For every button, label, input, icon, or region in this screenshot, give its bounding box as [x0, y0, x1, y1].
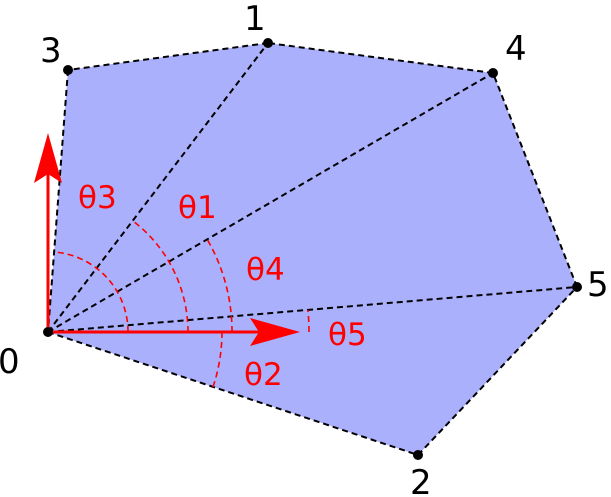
polygon-fill	[48, 43, 577, 455]
vertex-label-5: 5	[587, 265, 609, 305]
edge-1-3	[67, 42, 269, 71]
reference-axes	[34, 133, 300, 346]
diagonals	[47, 42, 578, 333]
angle-label-theta5: θ5	[328, 317, 367, 353]
vertex-point-2	[413, 450, 423, 460]
angle-label-theta1: θ1	[178, 190, 217, 226]
edge-2-5	[417, 286, 578, 456]
x-axis-arrowhead	[250, 318, 300, 346]
edge-4-1	[267, 42, 494, 74]
arc-theta2	[212, 331, 223, 388]
y-axis-arrowhead	[34, 133, 62, 183]
vertex-point-1	[263, 38, 273, 48]
diagonal-0-1	[47, 42, 269, 333]
edge-5-4	[492, 72, 578, 288]
angle-label-theta2: θ2	[244, 357, 283, 393]
arc-theta5	[307, 309, 310, 333]
edge-0-2	[47, 331, 419, 456]
angle-arcs	[53, 220, 310, 388]
vertex-point-5	[572, 282, 582, 292]
vertex-point-4	[488, 68, 498, 78]
diagonal-0-4	[47, 72, 494, 333]
vertex-point-3	[63, 65, 73, 75]
diagonal-0-5	[47, 286, 578, 333]
angle-label-theta3: θ3	[78, 180, 117, 216]
vertex-label-2: 2	[410, 463, 432, 497]
vertex-points	[43, 38, 582, 460]
vertex-point-0	[43, 327, 53, 337]
arc-theta3	[53, 251, 129, 333]
angle-label-theta4: θ4	[246, 252, 285, 288]
arc-theta1	[132, 220, 189, 333]
vertex-label-1: 1	[244, 0, 266, 39]
angle-labels: θ3 θ1 θ4 θ5 θ2	[78, 180, 367, 393]
polygon-edges	[47, 42, 578, 456]
vertex-label-4: 4	[505, 29, 527, 69]
vertex-label-3: 3	[40, 31, 62, 71]
vertex-label-0: 0	[0, 342, 20, 382]
edge-3-0	[47, 69, 69, 333]
